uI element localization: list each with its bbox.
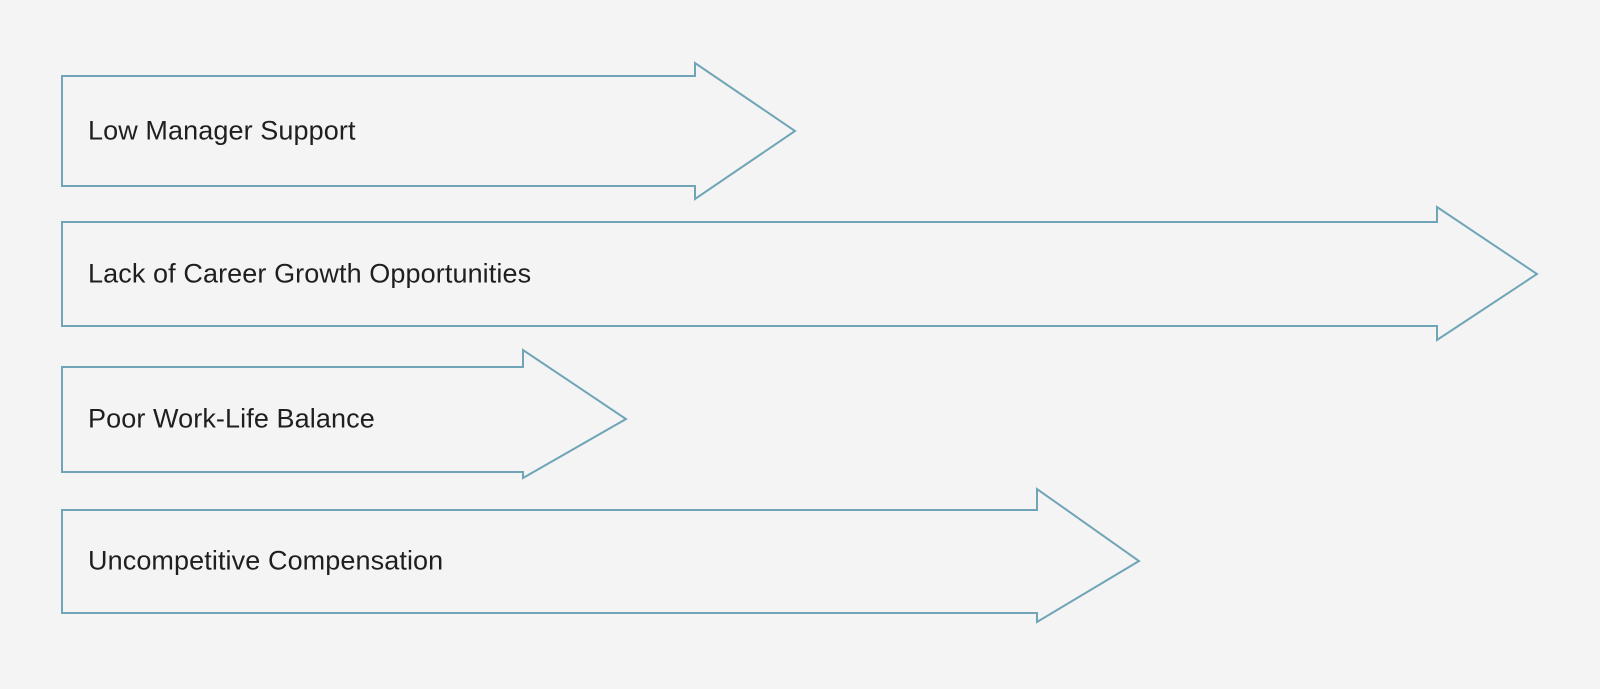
arrow-label-low-manager-support: Low Manager Support <box>88 115 356 146</box>
arrow-shape-low-manager-support[interactable] <box>62 63 795 199</box>
arrow-label-uncompetitive-compensation: Uncompetitive Compensation <box>88 545 444 576</box>
arrow-shape-uncompetitive-compensation[interactable] <box>62 489 1139 622</box>
arrow-label-lack-of-career-growth-opportunities: Lack of Career Growth Opportunities <box>88 258 532 289</box>
arrow-label-poor-work-life-balance: Poor Work-Life Balance <box>88 403 375 434</box>
arrow-shape-poor-work-life-balance[interactable] <box>62 350 626 478</box>
arrow-shape-lack-of-career-growth-opportunities[interactable] <box>62 207 1537 340</box>
